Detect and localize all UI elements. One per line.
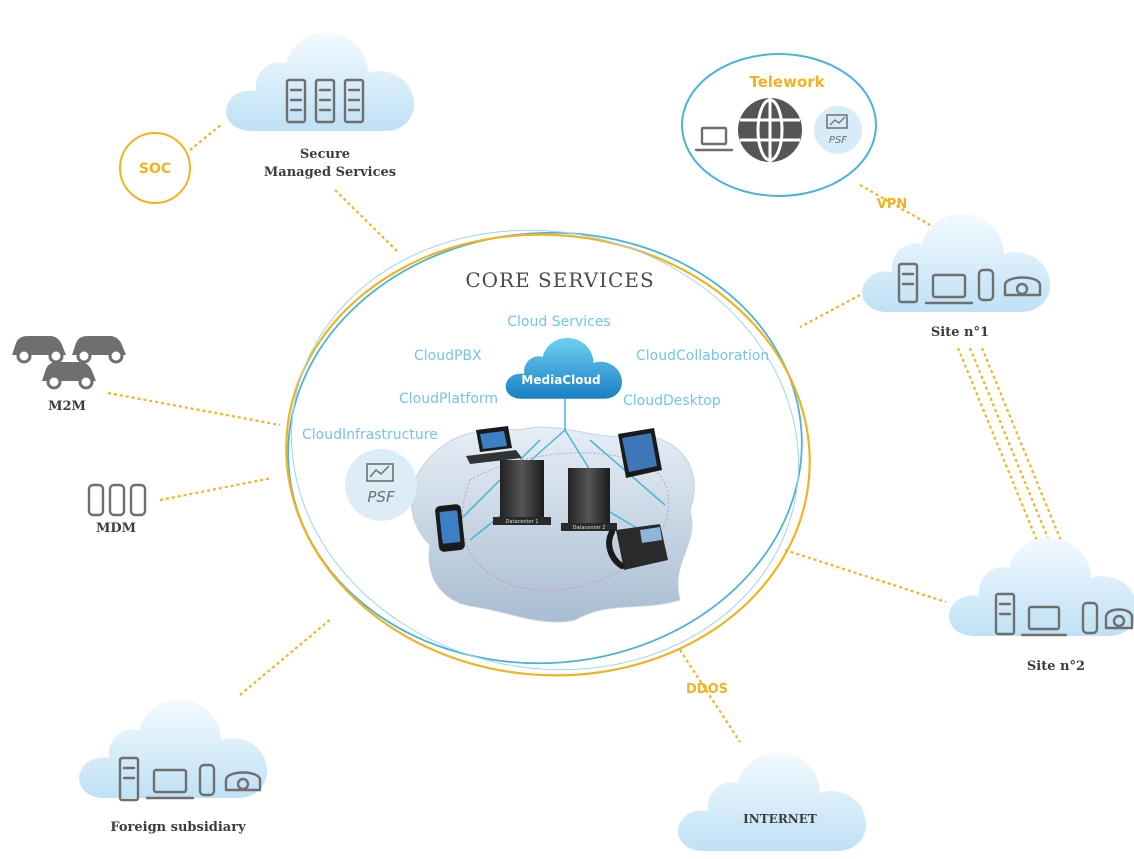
internet-cloud	[678, 752, 867, 851]
core-services-rings	[285, 229, 811, 677]
laptop-device	[466, 426, 522, 464]
media-cloud-label: MediaCloud	[521, 373, 600, 387]
mobile-phone-icon	[87, 483, 105, 517]
map-shape	[410, 426, 695, 623]
secure-label-line2: Managed Services	[264, 165, 396, 180]
car-icon	[72, 336, 126, 364]
car-icon	[12, 336, 66, 364]
chart-icon	[366, 463, 394, 482]
site-link-1	[956, 347, 1042, 549]
vpn-label: VPN	[877, 197, 907, 212]
telework-psf-badge: PSF	[814, 106, 862, 154]
smartphone-device	[435, 504, 465, 552]
internet-connector	[679, 649, 741, 743]
globe-icon	[738, 98, 802, 162]
cloud-services-label: Cloud Services	[507, 314, 610, 330]
site1-node: Site n°1	[862, 213, 1051, 340]
soc-connector	[189, 123, 223, 151]
soc-node: SOC	[119, 132, 191, 204]
site2-label: Site n°2	[1027, 659, 1085, 674]
foreign-subsidiary-node: Foreign subsidiary	[79, 699, 268, 835]
site2-connector	[784, 548, 947, 604]
desk-phone-icon	[1003, 276, 1042, 297]
core-psf-label: PSF	[367, 488, 395, 506]
vpn-connector	[859, 184, 931, 226]
soc-circle	[119, 132, 191, 204]
chart-icon	[826, 114, 848, 129]
core-psf-badge: PSF	[345, 449, 417, 521]
datacenter-2-rack: Datacenter 2	[561, 468, 617, 531]
soc-label: SOC	[139, 161, 171, 177]
site-link-2	[968, 347, 1054, 549]
ddos-label: DDOS	[686, 682, 728, 697]
cloud-platform-label: CloudPlatform	[399, 391, 498, 407]
m2m-node: M2M	[12, 336, 126, 414]
site1-label: Site n°1	[931, 325, 989, 340]
mobile-phone-icon	[977, 268, 995, 302]
core-services-title: CORE SERVICES	[465, 268, 654, 292]
mdm-connector	[159, 476, 273, 502]
secure-label-line1: Secure	[300, 147, 350, 162]
foreign-label: Foreign subsidiary	[110, 820, 246, 835]
telework-node: Telework PSF	[681, 53, 877, 197]
datacenter-1-rack: Datacenter 1	[493, 460, 551, 525]
mobile-phone-icon	[1081, 601, 1099, 635]
mobile-phone-icon	[108, 483, 126, 517]
mobile-phone-icon	[198, 763, 216, 797]
secure-services-cloud	[226, 32, 415, 131]
cloud-collaboration-label: CloudCollaboration	[636, 348, 769, 364]
site-link-3	[980, 347, 1066, 549]
laptop-icon	[694, 126, 734, 152]
cloud-infrastructure-label: CloudInfrastructure	[302, 427, 438, 443]
connectors	[107, 123, 1066, 743]
laptop-icon	[145, 768, 195, 800]
mdm-node: MDM	[87, 483, 147, 536]
car-icon	[42, 362, 96, 390]
core-map-illustration: Datacenter 1 Datacenter 2	[410, 390, 695, 623]
m2m-label: M2M	[48, 399, 86, 414]
server-icon	[994, 592, 1016, 636]
server-icon	[897, 262, 919, 304]
secure-managed-services-node: Secure Managed Services	[226, 32, 415, 180]
mobile-phone-icon	[129, 483, 147, 517]
site1-connector	[799, 294, 861, 328]
laptop-icon	[924, 273, 974, 305]
datacenter-1-label: Datacenter 1	[506, 519, 539, 525]
server-rack-icons	[285, 78, 365, 124]
desk-phone-icon	[224, 771, 262, 792]
telework-psf-label: PSF	[829, 135, 847, 146]
m2m-connector	[107, 391, 281, 427]
mdm-label: MDM	[96, 521, 136, 536]
cloud-pbx-label: CloudPBX	[414, 348, 482, 364]
telework-label: Telework	[749, 73, 825, 91]
datacenter-2-label: Datacenter 2	[573, 525, 606, 531]
secure-services-connector	[334, 189, 399, 253]
laptop-icon	[1020, 605, 1068, 637]
internet-label: INTERNET	[743, 812, 817, 826]
media-cloud-shape	[505, 337, 622, 399]
media-cloud: MediaCloud	[505, 337, 622, 399]
internet-node: INTERNET	[678, 752, 867, 851]
server-icon	[118, 756, 140, 802]
desk-phone-device	[606, 524, 668, 570]
cloud-desktop-label: CloudDesktop	[623, 393, 721, 409]
cloud-service-labels: Cloud Services CloudPBX CloudCollaborati…	[302, 314, 769, 443]
foreign-connector	[239, 617, 333, 696]
tablet-device	[618, 428, 662, 478]
desk-phone-icon	[1104, 608, 1134, 630]
site2-node: Site n°2	[949, 537, 1134, 674]
